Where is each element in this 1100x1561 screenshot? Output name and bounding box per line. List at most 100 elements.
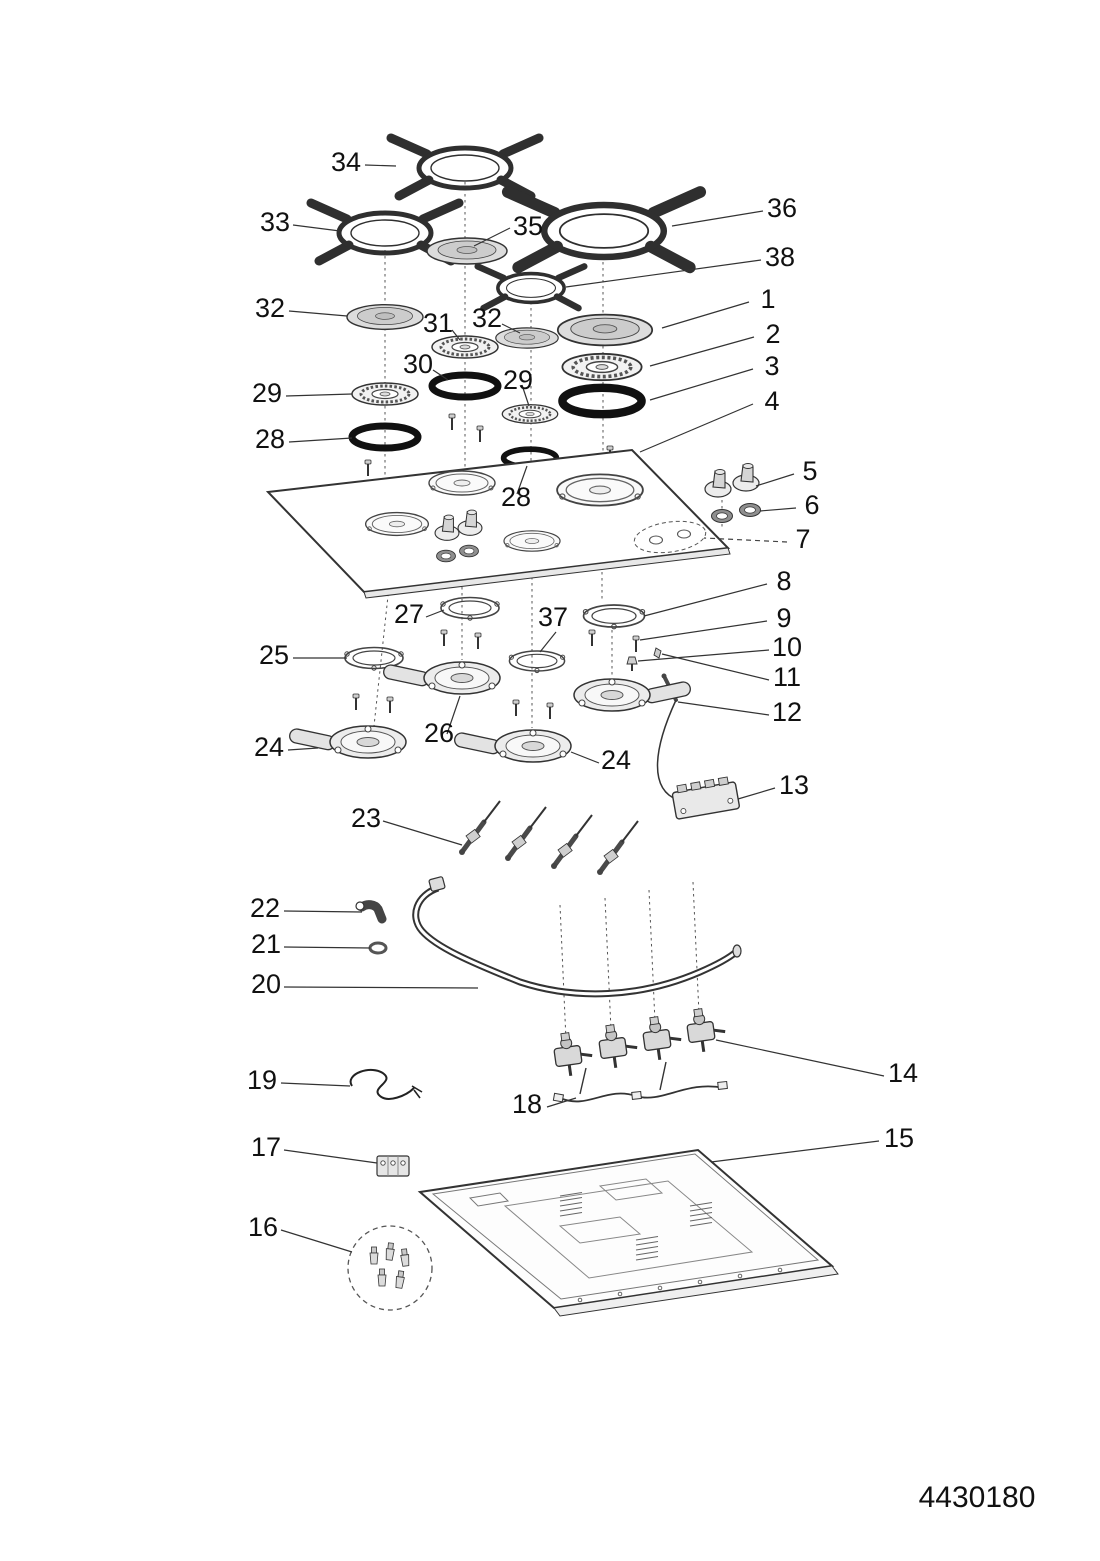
callout-36: 36	[767, 193, 797, 223]
callout-30: 30	[403, 349, 433, 379]
callout-32: 32	[255, 293, 285, 323]
knob-bezel	[739, 503, 761, 517]
screw	[588, 629, 596, 647]
callout-15: 15	[884, 1123, 914, 1153]
callout-27: 27	[394, 599, 424, 629]
knob-bezel	[711, 509, 733, 523]
terminal-block	[376, 1155, 410, 1177]
burner-cap-large	[556, 313, 654, 347]
callout-29: 29	[503, 365, 533, 395]
callout-8: 8	[776, 566, 791, 596]
callout-18: 18	[512, 1089, 542, 1119]
callout-3: 3	[764, 351, 779, 381]
gas-valve	[595, 1020, 642, 1072]
knob-hole-outline	[633, 520, 707, 554]
callout-31: 31	[423, 308, 453, 338]
knob-hole	[648, 535, 664, 545]
burner-cap	[346, 303, 424, 331]
leader-lines	[280, 164, 885, 1253]
burner-gasket	[508, 650, 566, 674]
callout-35: 35	[513, 211, 543, 241]
spark-pin	[476, 425, 484, 443]
burner-crown-small	[501, 403, 559, 425]
wiring-harness	[552, 1061, 728, 1103]
callout-labels: 34 33 35 36 38 1 2 3 4 32 31 32 30 29 29…	[247, 147, 918, 1242]
callout-26: 26	[424, 718, 454, 748]
knob-hole	[676, 529, 692, 539]
callout-24: 24	[601, 745, 631, 775]
callout-22: 22	[250, 893, 280, 923]
burner-crown	[350, 381, 420, 407]
callout-17: 17	[251, 1132, 281, 1162]
callout-6: 6	[804, 490, 819, 520]
screw	[352, 693, 360, 711]
burner-cap-small	[495, 327, 559, 349]
callout-16: 16	[248, 1212, 278, 1242]
callout-13: 13	[779, 770, 809, 800]
callout-34: 34	[331, 147, 361, 177]
control-knob	[704, 468, 732, 498]
screw	[474, 632, 482, 650]
burner-crown	[430, 334, 500, 360]
retaining-clip	[653, 647, 662, 659]
callout-9: 9	[776, 603, 791, 633]
screw	[512, 699, 520, 717]
burner-opening-large	[556, 473, 644, 507]
callout-10: 10	[772, 632, 802, 662]
pan-support	[391, 138, 539, 196]
callout-38: 38	[765, 242, 795, 272]
burner-cap	[426, 237, 508, 265]
control-knob	[732, 462, 760, 492]
callout-32: 32	[472, 303, 502, 333]
ignition-module	[671, 776, 740, 820]
burner-crown-large	[560, 351, 644, 383]
knob-bezel	[459, 544, 479, 558]
injector	[626, 656, 638, 671]
burner-opening-small	[503, 530, 561, 552]
callout-5: 5	[802, 456, 817, 486]
callout-19: 19	[247, 1065, 277, 1095]
screw	[632, 635, 640, 653]
callout-7: 7	[795, 524, 810, 554]
spark-pin	[448, 413, 456, 431]
washer	[368, 941, 388, 955]
gas-valve	[639, 1012, 686, 1064]
burner-body	[287, 725, 407, 759]
callout-24: 24	[254, 732, 284, 762]
callout-21: 21	[251, 929, 281, 959]
burner-gasket	[439, 596, 501, 622]
o-ring-large	[562, 388, 641, 414]
callout-11: 11	[773, 662, 801, 692]
callout-28: 28	[255, 424, 285, 454]
callout-4: 4	[764, 386, 779, 416]
pipe-elbow	[355, 900, 387, 924]
spark-plug	[505, 807, 546, 861]
gas-valve	[683, 1004, 730, 1056]
callout-1: 1	[760, 284, 775, 314]
callout-23: 23	[351, 803, 381, 833]
spark-pin	[364, 459, 372, 477]
bottom-tray	[417, 1148, 839, 1317]
callout-29: 29	[252, 378, 282, 408]
burner-opening	[364, 511, 430, 537]
spark-plug	[597, 821, 638, 875]
burner-body	[452, 729, 572, 763]
callout-2: 2	[765, 319, 780, 349]
ground-wire	[349, 1068, 423, 1100]
burner-body	[381, 661, 501, 695]
cooktop-panel	[265, 448, 731, 599]
callout-37: 37	[538, 602, 568, 632]
document-code: 4430180	[919, 1481, 1036, 1514]
screw	[546, 702, 554, 720]
spark-plug	[459, 801, 500, 855]
knob-bezel	[436, 549, 456, 563]
burner-opening	[428, 470, 496, 496]
screw	[440, 629, 448, 647]
spark-plug	[551, 815, 592, 869]
callout-28: 28	[501, 482, 531, 512]
gas-valve	[550, 1028, 597, 1080]
callout-33: 33	[260, 207, 290, 237]
callout-20: 20	[251, 969, 281, 999]
